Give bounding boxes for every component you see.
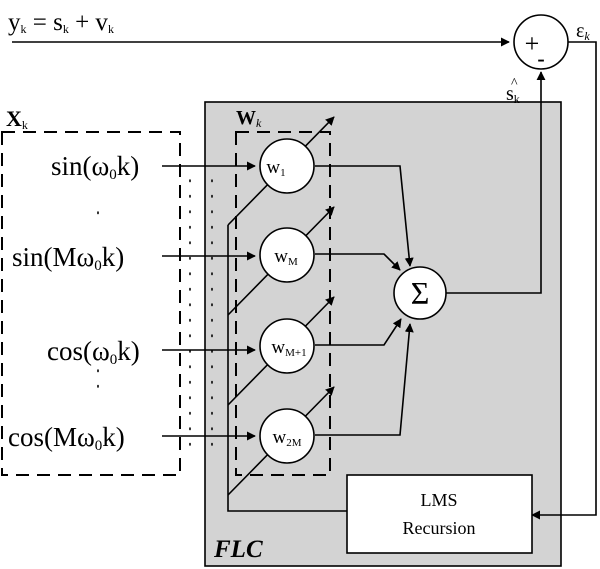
lms-label: LMS	[420, 490, 457, 510]
sum-node: Σ	[393, 266, 447, 320]
svg-text:sk: sk	[506, 83, 520, 106]
lms-recursion-block: LMS Recursion	[346, 474, 533, 554]
weight-node-m: wM	[259, 227, 315, 283]
ellipsis-dots	[97, 179, 213, 451]
weight-vector-box	[235, 131, 331, 476]
input-label-sin-1: sin(ω0k)	[51, 151, 139, 183]
error-label: εk	[576, 20, 590, 43]
flc-label: FLC	[213, 536, 263, 563]
weight-node-2m: w2M	[259, 408, 315, 464]
svg-text:wM: wM	[274, 246, 298, 268]
input-vector-box	[1, 131, 181, 476]
input-lines	[162, 161, 256, 441]
summer-minus: -	[537, 46, 544, 71]
input-vector-label: Xk	[6, 106, 28, 132]
estimate-line	[446, 71, 546, 294]
estimate-label: ^ sk	[506, 76, 520, 106]
weight-node-m-plus-1: wM+1	[259, 318, 315, 374]
svg-text:^: ^	[511, 76, 518, 91]
input-label-sin-m: sin(Mω0k)	[12, 242, 124, 274]
error-summer: + -	[513, 14, 569, 71]
error-feedback-line	[531, 41, 597, 520]
input-label-cos-1: cos(ω0k)	[47, 336, 140, 368]
summer-plus: +	[525, 29, 540, 58]
weight-node-1: w1	[259, 138, 315, 194]
output-equation: yk = sk + vk	[8, 9, 114, 36]
weighted-lines	[315, 165, 414, 436]
sigma-symbol: Σ	[411, 275, 430, 311]
recursion-label: Recursion	[403, 518, 476, 538]
weight-vector-label: Wk	[236, 107, 262, 130]
svg-text:w1: w1	[266, 157, 285, 179]
svg-text:w2M: w2M	[272, 427, 301, 449]
svg-text:wM+1: wM+1	[271, 337, 306, 359]
input-label-cos-m: cos(Mω0k)	[8, 422, 125, 454]
